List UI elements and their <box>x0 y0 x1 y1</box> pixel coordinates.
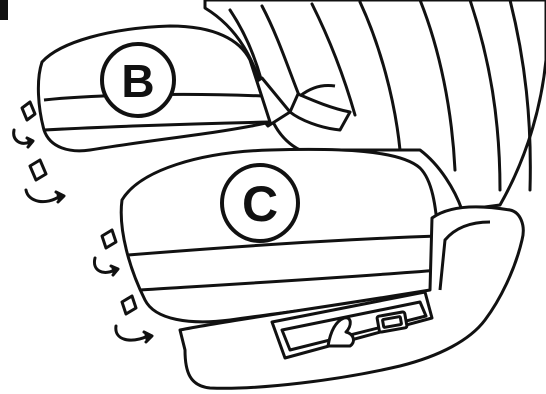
corner-tab <box>0 0 8 20</box>
rotate-arrow-1 <box>12 100 37 149</box>
seat-cushion-b-icon <box>36 24 272 153</box>
rotate-arrow-3 <box>92 228 120 277</box>
label-b-circle <box>100 42 176 118</box>
rotate-arrow-icon <box>12 100 154 344</box>
seat-side-trim <box>178 205 525 390</box>
seat-backrest-icon <box>203 0 546 212</box>
seat-cushion-c-icon <box>119 147 442 324</box>
label-b: B <box>121 55 154 107</box>
seat-switch-panel-icon <box>270 290 434 360</box>
rotate-arrow-2 <box>24 158 66 204</box>
label-c: C <box>242 176 278 232</box>
rotate-arrow-4 <box>114 294 154 344</box>
label-c-circle <box>220 163 300 243</box>
seat-switch-icon <box>326 316 355 348</box>
